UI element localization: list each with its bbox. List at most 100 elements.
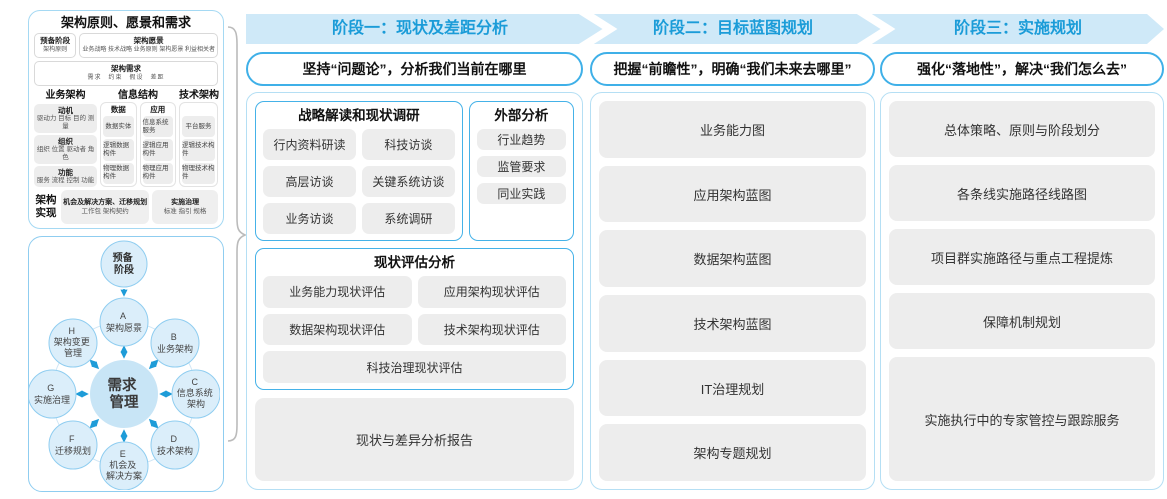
phase2-item: 技术架构蓝图 — [599, 295, 866, 352]
business-architecture-header: 业务架构 — [45, 90, 86, 101]
adm-circle-b: B 业务架构 — [150, 318, 200, 368]
vision-items: 业务战略 技术战略 业务原则 架构愿景 利益相关者 — [82, 47, 215, 53]
physical-tech-box: 物理技术构件 — [182, 162, 215, 184]
technology-architecture-column: 技术架构 平台服务 逻辑技术构件 物理技术构件 — [179, 89, 219, 187]
vision-title: 架构愿景 — [133, 36, 164, 45]
phase1-title: 阶段一：现状及差距分析 — [331, 20, 508, 37]
requirements-items: 需求 约束 假设 差距 — [87, 75, 165, 81]
svg-text:G 实施治理: G 实施治理 — [34, 383, 70, 405]
research-item: 业务访谈 — [263, 203, 356, 234]
svg-text:H 架构变更: H 架构变更 管理 — [54, 326, 93, 358]
data-entity-box: 数据实体 — [103, 116, 134, 138]
svg-text:F 迁移规划: F 迁移规划 — [55, 434, 91, 456]
principles-panel-title: 架构原则、愿景和需求 — [60, 15, 191, 30]
assessment-item: 技术架构现状评估 — [417, 313, 566, 346]
assessment-item: 业务能力现状评估 — [263, 276, 412, 308]
assessment-item: 科技治理现状评估 — [263, 351, 566, 383]
logical-tech-box: 逻辑技术构件 — [182, 139, 215, 161]
architecture-domains-row: 业务架构 动机 驱动力 目标 目的 测量 组织 组织 位置 驱动者 角色 功能 … — [34, 89, 219, 187]
info-system-service-box: 信息系统服务 — [142, 116, 173, 138]
logical-data-box: 逻辑数据构件 — [103, 139, 134, 161]
architecture-vision-box: 架构愿景 业务战略 技术战略 业务原则 架构愿景 利益相关者 — [79, 33, 218, 58]
assessment-item: 数据架构现状评估 — [263, 313, 412, 346]
adm-circle-f: F 迁移规划 — [48, 420, 98, 470]
phase3-item: 总体策略、原则与阶段划分 — [889, 101, 1155, 158]
curly-brace-connector — [227, 26, 246, 442]
external-analysis-title: 外部分析 — [494, 108, 549, 123]
physical-app-box: 物理应用构件 — [142, 162, 173, 184]
svg-text:B 业务架构: B 业务架构 — [157, 332, 193, 354]
external-analysis-box: 外部分析 行业趋势 监管要求 同业实践 — [468, 101, 574, 241]
svg-text:E 机会及: E 机会及 解决方案 — [106, 449, 142, 481]
svg-text:A 架构愿景: A 架构愿景 — [106, 311, 142, 333]
phase3-title: 阶段三：实施规划 — [953, 20, 1082, 37]
chevron-separator-1 — [578, 14, 618, 44]
logical-app-box: 逻辑应用构件 — [142, 139, 173, 161]
platform-service-box: 平台服务 — [182, 116, 215, 138]
application-subcolumn: 应用 信息系统服务 逻辑应用构件 物理应用构件 — [139, 102, 176, 187]
phase2-item: 数据架构蓝图 — [599, 230, 866, 288]
adm-circle-a: A 架构愿景 — [99, 297, 149, 347]
svg-text:需求 管理: 需求 管理 — [107, 376, 140, 411]
adm-circle-h: H 架构变更 管理 — [48, 318, 98, 368]
implementation-governance-box: 实施治理 标准 指引 规格 — [152, 190, 218, 224]
architecture-realization-row: 架构实现 机会及解决方案、迁移规划 工作包 架构契约 实施治理 标准 指引 规格 — [34, 190, 218, 224]
chevron-separator-2 — [856, 14, 896, 44]
architecture-principles-label: 架构原则 — [43, 47, 68, 53]
prep-phase-label: 预备阶段 — [40, 36, 71, 45]
adm-circle-center: 需求 管理 — [90, 360, 158, 428]
current-assessment-box: 现状评估分析 业务能力现状评估 应用架构现状评估 数据架构现状评估 技术架构现状… — [255, 248, 574, 390]
physical-data-box: 物理数据构件 — [103, 162, 134, 184]
phase2-item: 架构专题规划 — [599, 424, 866, 482]
current-assessment-title: 现状评估分析 — [374, 255, 455, 270]
phase2-title: 阶段二：目标蓝图规划 — [652, 20, 813, 37]
svg-text:预备 阶段: 预备 阶段 — [113, 251, 136, 276]
external-item: 监管要求 — [476, 156, 566, 177]
assessment-item: 应用架构现状评估 — [417, 276, 566, 308]
technology-architecture-header: 技术架构 — [179, 90, 219, 101]
data-subcolumn: 数据 数据实体 逻辑数据构件 物理数据构件 — [100, 102, 137, 187]
requirements-title: 架构需求 — [111, 64, 141, 73]
phase3-item: 各条线实施路径线路图 — [889, 165, 1155, 222]
external-item: 行业趋势 — [476, 129, 566, 150]
phase2-content-panel: 业务能力图 应用架构蓝图 数据架构蓝图 技术架构蓝图 IT治理规划 架构专题规划 — [590, 92, 875, 490]
adm-arrows — [75, 289, 173, 443]
phase1-subtitle-box: 坚持“问题论”，分析我们当前在哪里 — [246, 52, 583, 86]
realization-label: 架构实现 — [35, 194, 57, 219]
business-architecture-column: 业务架构 动机 驱动力 目标 目的 测量 组织 组织 位置 驱动者 角色 功能 … — [34, 89, 98, 187]
motivation-box: 动机 驱动力 目标 目的 测量 — [34, 104, 98, 133]
phase2-item: IT治理规划 — [599, 359, 866, 417]
architecture-requirements-box: 架构需求 需求 约束 假设 差距 — [34, 61, 218, 86]
external-item: 同业实践 — [476, 183, 566, 204]
strategy-research-title: 战略解读和现状调研 — [298, 108, 420, 123]
phase3-content-panel: 总体策略、原则与阶段划分 各条线实施路径线路图 项目群实施路径与重点工程提炼 保… — [880, 92, 1164, 490]
research-item: 高层访谈 — [263, 166, 356, 197]
svg-text:D 技术架构: D 技术架构 — [157, 434, 193, 456]
adm-circle-c: C 信息系统 架构 — [171, 369, 221, 419]
gap-analysis-report-box: 现状与差异分析报告 — [255, 398, 574, 481]
organization-box: 组织 组织 位置 驱动者 角色 — [34, 135, 98, 164]
phase-arrow-shape — [246, 14, 1164, 44]
adm-circle-prep: 预备 阶段 — [100, 240, 148, 288]
research-item: 科技访谈 — [361, 129, 455, 160]
research-item: 系统调研 — [361, 203, 455, 234]
phase3-subtitle-box: 强化“落地性”，解决“我们怎么去” — [880, 52, 1164, 86]
adm-circle-d: D 技术架构 — [150, 420, 200, 470]
adm-circle-e: E 机会及 解决方案 — [99, 441, 149, 491]
adm-circle-g: G 实施治理 — [29, 369, 77, 419]
phase3-item: 保障机制规划 — [889, 293, 1155, 350]
opportunities-migration-box: 机会及解决方案、迁移规划 工作包 架构契约 — [61, 190, 150, 224]
strategy-research-box: 战略解读和现状调研 行内资料研读 科技访谈 高层访谈 关键系统访谈 业务访谈 系… — [255, 101, 463, 241]
phase2-subtitle-box: 把握“前瞻性”，明确“我们未来去哪里” — [590, 52, 875, 86]
information-structure-column: 信息结构 数据 数据实体 逻辑数据构件 物理数据构件 应用 信息系统服务 逻辑应… — [100, 89, 176, 187]
adm-cycle-diagram: 预备 阶段 A 架构愿景 B 业务架构 — [29, 240, 221, 491]
information-structure-header: 信息结构 — [118, 90, 159, 101]
architecture-principles-panel: 架构原则、愿景和需求 预备阶段 架构原则 架构愿景 业务战略 技术战略 业务原则… — [28, 10, 224, 229]
adm-cycle-panel: 预备 阶段 A 架构愿景 B 业务架构 — [28, 236, 224, 492]
prep-vision-row: 预备阶段 架构原则 架构愿景 业务战略 技术战略 业务原则 架构愿景 利益相关者 — [34, 33, 218, 58]
research-item: 行内资料研读 — [263, 129, 356, 160]
phase1-content-panel: 战略解读和现状调研 行内资料研读 科技访谈 高层访谈 关键系统访谈 业务访谈 系… — [246, 92, 583, 490]
research-item: 关键系统访谈 — [361, 166, 455, 197]
phase2-item: 应用架构蓝图 — [599, 165, 866, 223]
